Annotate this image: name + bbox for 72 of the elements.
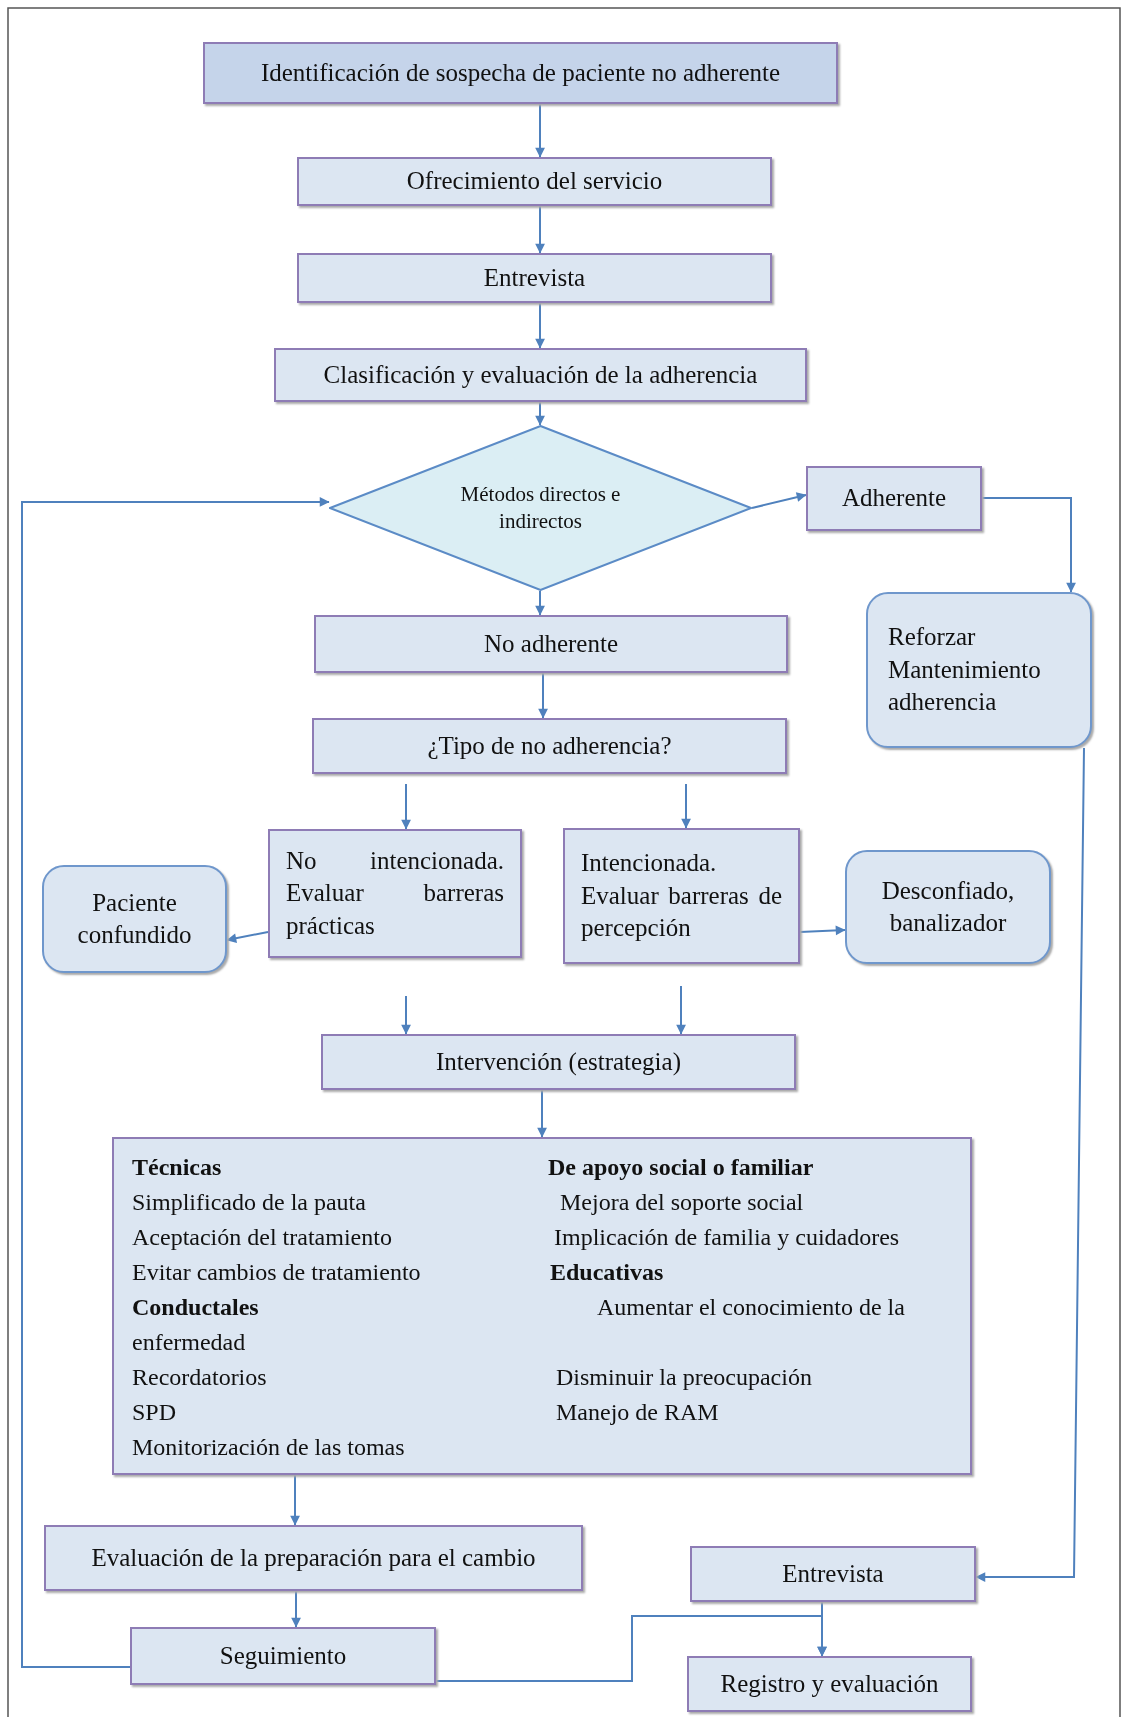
box-label: Intencionada. Evaluar barreras de percepción <box>580 848 783 944</box>
arrow <box>535 401 545 426</box>
arrow <box>535 103 545 158</box>
box-label: Métodos directos e indirectos <box>459 480 622 535</box>
box-label: Adherente <box>841 483 947 514</box>
list-item: Monitorización de las tomas <box>132 1433 405 1462</box>
rounded-box <box>42 865 227 973</box>
process-box <box>806 466 982 531</box>
box-label: Desconfiado, banalizador <box>880 875 1016 938</box>
arrow <box>535 590 545 616</box>
arrow <box>538 672 548 719</box>
arrow <box>817 1601 827 1657</box>
arrow <box>401 783 411 830</box>
box-label: Entrevista <box>782 1558 884 1589</box>
strategy-box <box>112 1137 972 1475</box>
process-box <box>268 829 522 958</box>
process-box <box>312 718 787 774</box>
box-label: Paciente confundido <box>76 887 193 950</box>
list-item: Evitar cambios de tratamiento <box>132 1258 421 1287</box>
list-item: Simplificado de la pauta <box>132 1188 366 1217</box>
arrow <box>981 497 1076 593</box>
box-label: Evaluación de la preparación para el cambio <box>91 1542 536 1573</box>
arrow <box>676 985 686 1035</box>
arrow <box>291 1590 301 1628</box>
process-box <box>314 615 788 673</box>
arrow <box>799 925 846 936</box>
list-item: enfermedad <box>132 1328 246 1357</box>
section-heading: Técnicas <box>132 1153 222 1182</box>
list-item: SPD <box>132 1398 177 1427</box>
process-box <box>274 348 807 402</box>
box-label: Entrevista <box>483 262 586 293</box>
rounded-box <box>845 850 1051 964</box>
section-heading: Conductales <box>132 1293 259 1322</box>
arrow <box>226 931 269 944</box>
list-item: Aceptación del tratamiento <box>132 1223 392 1252</box>
arrow <box>975 747 1085 1582</box>
process-box <box>687 1656 972 1712</box>
box-label: No intencionada. Evaluar barreras prácticas <box>285 845 505 941</box>
section-heading: Educativas <box>550 1258 664 1287</box>
arrow <box>401 995 411 1035</box>
arrow <box>681 783 691 829</box>
list-item: Recordatorios <box>132 1363 267 1392</box>
list-item: Manejo de RAM <box>556 1398 719 1427</box>
process-box <box>563 828 800 964</box>
rounded-box <box>866 592 1092 748</box>
process-box <box>297 253 772 303</box>
box-label: Registro y evaluación <box>720 1668 939 1699</box>
box-label: Clasificación y evaluación de la adherencia <box>323 359 758 390</box>
arrow <box>535 205 545 254</box>
process-box <box>321 1034 796 1090</box>
arrow <box>751 492 807 509</box>
box-label: Ofrecimiento del servicio <box>406 166 663 197</box>
box-label: ¿Tipo de no adherencia? <box>427 730 672 761</box>
box-label: Seguimiento <box>219 1640 347 1671</box>
list-item: Disminuir la preocupación <box>556 1363 812 1392</box>
list-item: Mejora del soporte social <box>560 1188 804 1217</box>
arrow <box>290 1474 300 1526</box>
arrow <box>21 497 330 1668</box>
list-item: Implicación de familia y cuidadores <box>554 1223 900 1252</box>
box-label: Reforzar Mantenimiento adherencia <box>887 622 1042 718</box>
process-box <box>203 42 838 104</box>
list-item: Aumentar el conocimiento de la <box>597 1293 905 1322</box>
box-label: Identificación de sospecha de paciente no adherente <box>260 57 781 88</box>
arrow <box>537 1089 547 1138</box>
process-box <box>44 1525 583 1591</box>
arrow <box>535 302 545 349</box>
process-box <box>690 1546 976 1602</box>
section-heading: De apoyo social o familiar <box>548 1153 814 1182</box>
process-box <box>297 157 772 206</box>
process-box <box>130 1627 436 1685</box>
box-label: Intervención (estrategia) <box>436 1046 681 1078</box>
box-label: No adherente <box>484 628 618 659</box>
